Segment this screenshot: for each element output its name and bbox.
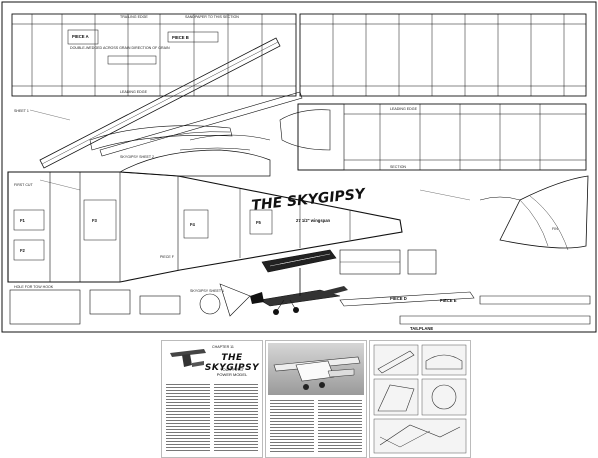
- leading-edge-label: LEADING EDGE: [120, 90, 148, 94]
- tailplane-bottom-label: TAILPLANE: [410, 326, 433, 331]
- fin-label: FIN: [552, 227, 558, 231]
- piece-e-label: PIECE E: [440, 298, 457, 303]
- magazine-title: THE SKYGIPSY: [204, 353, 260, 373]
- piece-d-label: PIECE D: [390, 296, 407, 301]
- plane-photo-small: [168, 345, 208, 371]
- former-f1: F1: [20, 218, 26, 223]
- lower-left-parts: SKYGIPSY SHEET 1: [9, 283, 251, 325]
- wing-ribs: SKYGIPSY SHEET 2: [89, 125, 251, 159]
- tail-leading-edge: LEADING EDGE: [390, 107, 418, 111]
- sandpaper-label: SANDPAPER TO THIS SECTION: [185, 15, 239, 19]
- magazine-subtitle-1: YOUR FIRST: [219, 367, 245, 372]
- annotation-leaders: SHEET 1 FIRST CUT HOLE FOR TOW HOOK: [14, 109, 471, 289]
- note-first-cut: FIRST CUT: [14, 183, 34, 187]
- piece-a-label: PIECE A: [72, 34, 89, 39]
- construction-sketches: [373, 344, 467, 454]
- piece-b-label: PIECE B: [172, 35, 189, 40]
- spar-strips: [39, 37, 303, 169]
- piece-f-label: PIECE F: [160, 255, 175, 259]
- article-text-col-3: [270, 399, 314, 453]
- article-text-col-2: [214, 383, 258, 453]
- plan-border: [1, 1, 597, 333]
- cabin-outline: [118, 134, 271, 177]
- dihedral-note: DOUBLE-WEDGED ACROSS GRAIN DIRECTION OF …: [70, 46, 170, 50]
- magazine-page-1: CHAPTER 11 THE SKYGIPSY YOUR FIRST POWER…: [161, 340, 263, 458]
- fin: FIN: [479, 175, 589, 251]
- magazine-page-3: [369, 340, 471, 458]
- trailing-edge-label: TRAILING EDGE: [120, 15, 148, 19]
- plan-wingspan: 27 1/2" wingspan: [296, 218, 331, 223]
- former-f2: F2: [20, 248, 26, 253]
- former-f3: F3: [92, 218, 98, 223]
- chapter-label: CHAPTER 11: [212, 345, 234, 349]
- former-f4: F4: [190, 222, 196, 227]
- sheet2-label: SKYGIPSY SHEET 2: [120, 155, 154, 159]
- article-text-col-4: [318, 399, 362, 453]
- magazine-subtitle-2: POWER MODEL: [216, 372, 248, 377]
- magazine-page-2: [265, 340, 367, 458]
- wing-left-panel: TRAILING EDGE SANDPAPER TO THIS SECTION …: [11, 13, 297, 97]
- wing-right-panel: [299, 13, 587, 97]
- former-f5: F5: [256, 220, 262, 225]
- article-text-col-1: [166, 383, 210, 453]
- note-tow-hook: HOLE FOR TOW HOOK: [14, 285, 54, 289]
- tail-section-label: SECTION: [390, 165, 406, 169]
- sheet1-label: SKYGIPSY SHEET 1: [190, 289, 224, 293]
- plane-photo-large: [268, 343, 364, 395]
- note-sheet1: SHEET 1: [14, 109, 29, 113]
- lower-right-parts: PIECE D PIECE E TAILPLANE: [339, 249, 591, 331]
- plane-illustration: [250, 249, 348, 315]
- tailplane: LEADING EDGE SECTION: [279, 103, 587, 171]
